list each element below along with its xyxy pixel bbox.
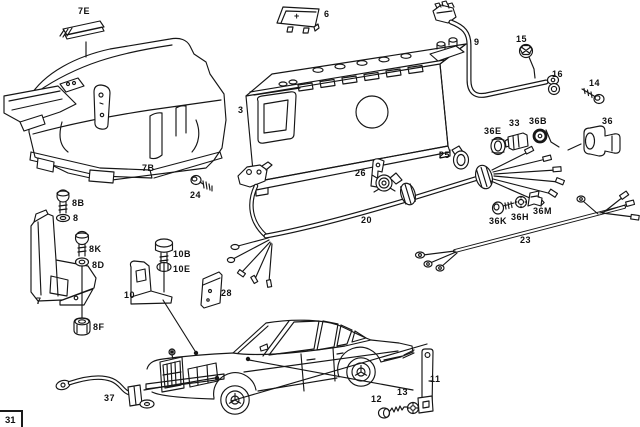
harness-23-drawing xyxy=(416,191,640,271)
strap-11-drawing xyxy=(418,349,433,413)
grommet-26-drawing xyxy=(371,159,396,192)
page-number: 31 xyxy=(5,415,16,426)
cable-9-drawing xyxy=(433,1,559,95)
washer-13-drawing xyxy=(408,403,419,414)
screw-12-drawing xyxy=(379,406,408,418)
terminal-cover-6-drawing: + xyxy=(277,7,319,33)
plate-28-drawing xyxy=(201,272,222,308)
bolt-24-drawing xyxy=(191,176,212,192)
nut-10e-drawing xyxy=(157,263,171,293)
harness-20-drawing xyxy=(227,146,564,287)
clamp-25-drawing xyxy=(452,146,469,169)
bracket-10-drawing xyxy=(130,261,172,304)
bolt-8b-drawing xyxy=(57,190,69,213)
grommet-36b-drawing xyxy=(534,130,559,147)
bolt-8k-drawing xyxy=(76,232,89,257)
page-number-box: 31 xyxy=(0,410,23,427)
nut-8f-drawing xyxy=(74,318,90,335)
washer-8-drawing xyxy=(57,215,70,222)
battery-plus-marking: + xyxy=(294,11,299,21)
washer-16-drawing xyxy=(549,84,560,95)
bracket-7-drawing xyxy=(31,210,96,305)
washer-36h-drawing xyxy=(516,197,527,208)
ground-strap-37-drawing xyxy=(55,378,154,408)
grommet-36e-drawing xyxy=(491,138,505,155)
bolt-14-drawing xyxy=(582,89,604,104)
cover-rail-7e-drawing xyxy=(60,21,104,57)
nut-15-drawing xyxy=(520,45,536,79)
clip-36m-drawing xyxy=(528,191,542,206)
boot-36-drawing xyxy=(568,126,620,156)
connector-33-drawing xyxy=(505,133,528,150)
screw-36k-drawing xyxy=(493,202,515,214)
bolt-10b-drawing xyxy=(156,239,173,263)
leader-lines xyxy=(144,300,427,401)
battery-cover-drawing xyxy=(4,38,226,183)
car-drawing xyxy=(146,320,414,414)
battery-drawing xyxy=(246,38,466,196)
washer-8d-drawing xyxy=(76,258,89,318)
